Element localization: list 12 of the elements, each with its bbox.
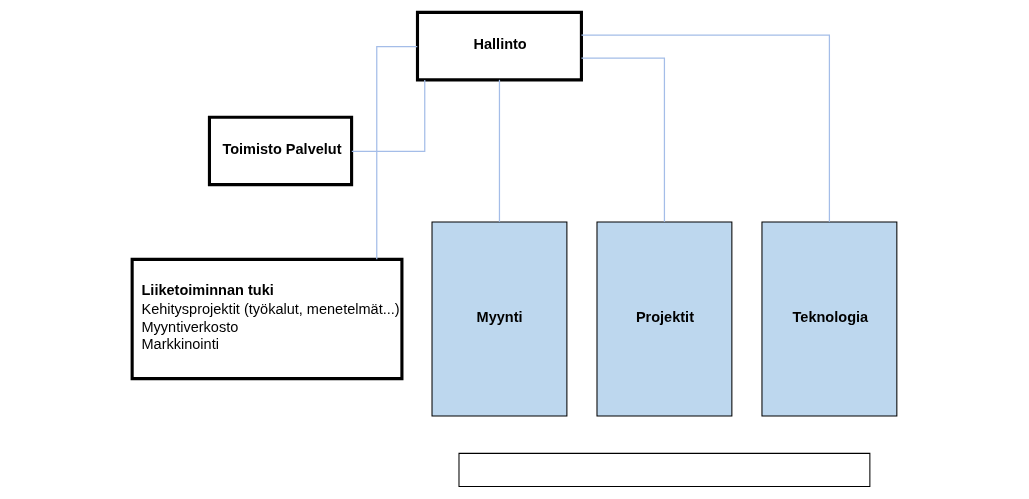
node-bar xyxy=(458,452,871,488)
connector xyxy=(580,57,666,223)
node-box: Myynti xyxy=(431,221,568,417)
node-box: Toimisto Palvelut xyxy=(207,115,354,187)
node-box: Hallinto xyxy=(415,10,583,82)
connector xyxy=(498,79,501,223)
connector xyxy=(351,79,426,153)
node-box: Teknologia xyxy=(761,221,898,417)
connector xyxy=(376,46,418,260)
node-box: Projektit xyxy=(596,221,733,417)
node-box: Liiketoiminnan tuki Kehitysprojektit (työkalut, menetelmät...) Myyntiverkosto Markkinointi xyxy=(130,257,404,381)
connector xyxy=(580,34,831,223)
